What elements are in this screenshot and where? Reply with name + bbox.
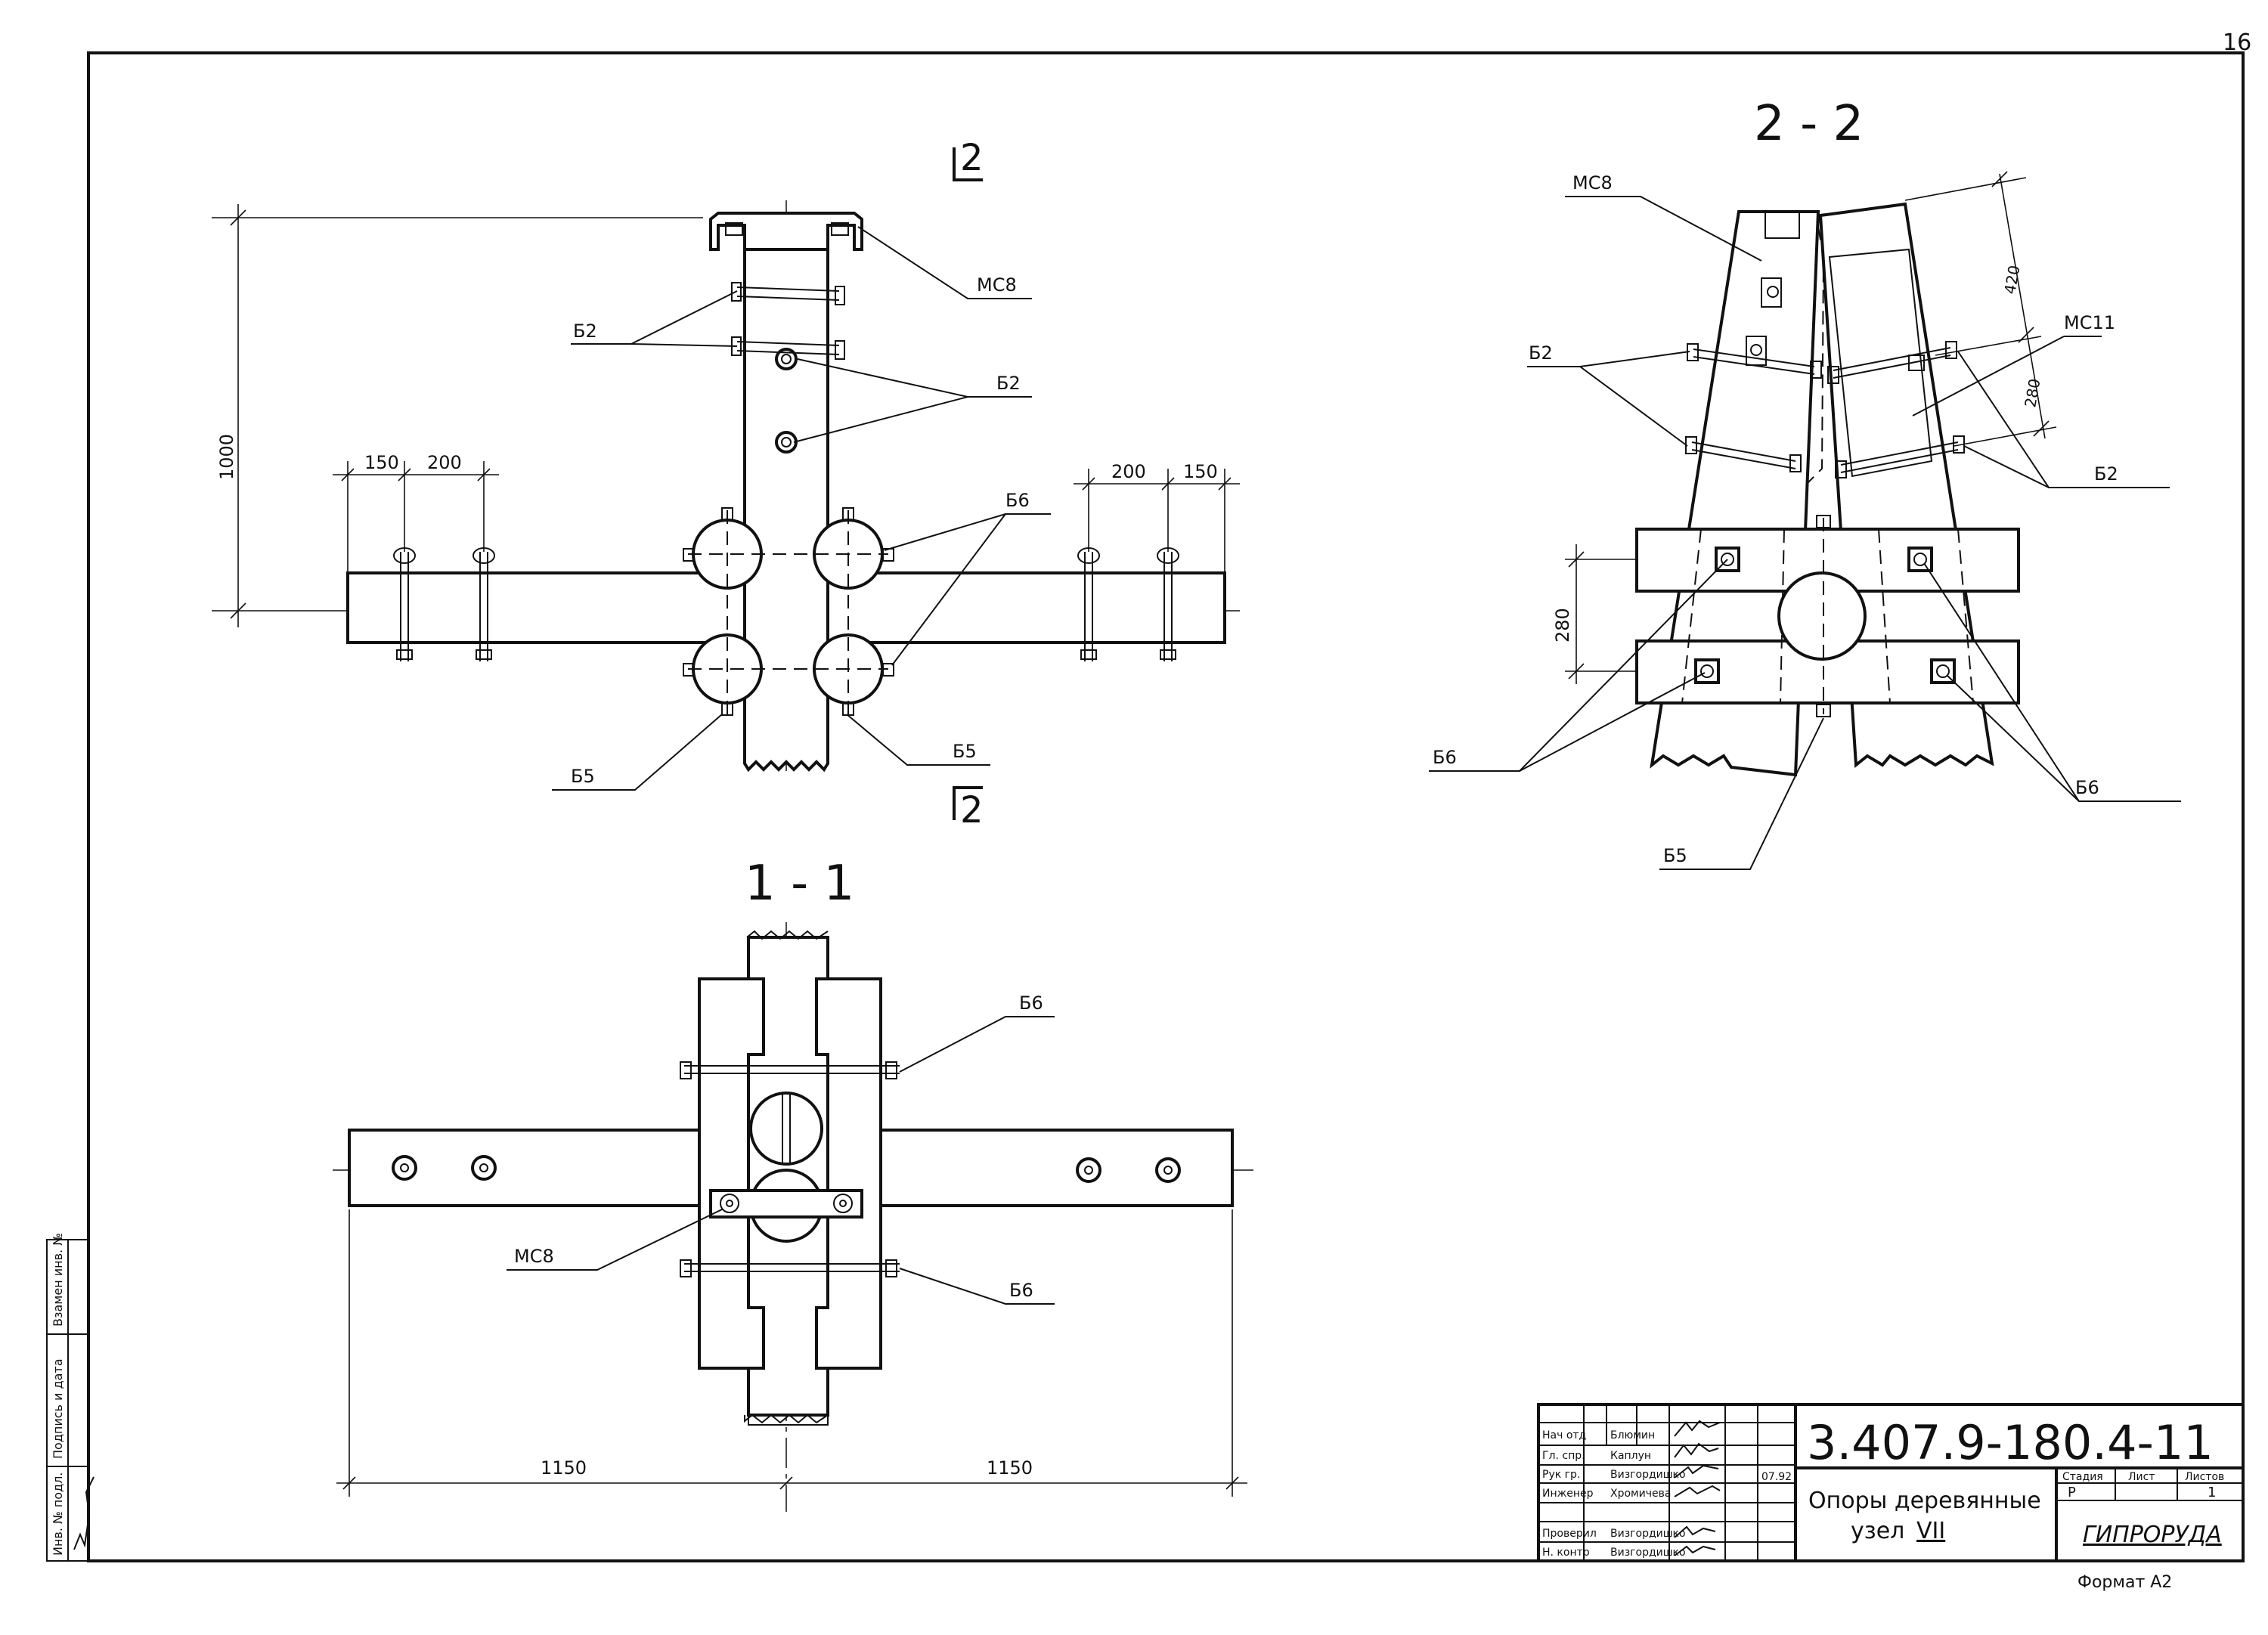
- dim-1150-right: 1150: [987, 1457, 1033, 1479]
- dim-200-left: 200: [427, 452, 462, 473]
- side-stamp: Взамен инв. № Подпись и дата Инв. № подл…: [46, 1233, 94, 1562]
- label-b6-11-top: Б6: [1019, 992, 1043, 1014]
- label-b2-right: Б2: [996, 373, 1021, 394]
- tb-role-3: Инженер: [1542, 1488, 1594, 1500]
- dim-150-left: 150: [364, 452, 399, 473]
- tb-role-5: Н. контр: [1542, 1547, 1590, 1559]
- tb-role-2: Рук гр.: [1542, 1469, 1580, 1481]
- tb-sheet-head: Лист: [2128, 1471, 2155, 1483]
- tb-name-1: Каплун: [1610, 1450, 1651, 1462]
- stamp-inv: Инв. № подл.: [51, 1472, 65, 1556]
- tb-name-0: Блюмин: [1610, 1429, 1655, 1441]
- tb-sheets-head: Листов: [2185, 1471, 2224, 1483]
- label-b5-right: Б5: [953, 741, 977, 762]
- label-b6-11-bottom: Б6: [1009, 1280, 1033, 1301]
- label-mc8-11: МС8: [514, 1246, 554, 1267]
- crossarm-bolts: [393, 547, 1179, 661]
- cut-mark-top: 2: [953, 137, 984, 181]
- dim-1150-left: 1150: [541, 1457, 587, 1479]
- section-2-2-title: 2 - 2: [1754, 96, 1864, 152]
- tb-stage: Р: [2068, 1485, 2076, 1500]
- label-b2-22-right: Б2: [2094, 463, 2118, 485]
- tb-sheets: 1: [2208, 1485, 2216, 1500]
- section-1-1: 1 - 1: [333, 856, 1255, 1512]
- front-view: 1000 150 200 200 150 2 2: [212, 137, 1240, 831]
- sheet-frame: [87, 51, 2245, 1562]
- crossarm-bolt-heads: [392, 1155, 1181, 1183]
- label-mc8-front: МС8: [977, 274, 1017, 296]
- label-b5-left: Б5: [571, 766, 595, 787]
- tb-name-line1: Опоры деревянные: [1808, 1488, 2041, 1514]
- label-b5-22: Б5: [1663, 845, 1687, 866]
- label-b2-22-left: Б2: [1529, 342, 1553, 364]
- tb-name-4: Визгордишко: [1610, 1528, 1686, 1540]
- section-22-bolt-heads: [1694, 547, 1956, 684]
- dim-150-right: 150: [1183, 461, 1218, 482]
- label-b2-left: Б2: [573, 320, 597, 342]
- label-b6-22-left: Б6: [1433, 747, 1457, 768]
- tb-name-line2: узел: [1851, 1518, 1904, 1544]
- section-2-2: 2 - 2: [1429, 96, 2181, 870]
- signatures: [1674, 1420, 1721, 1556]
- stamp-signature: [73, 1476, 94, 1550]
- tb-name-node: VII: [1916, 1518, 1945, 1544]
- tb-role-1: Гл. спр.: [1542, 1450, 1585, 1462]
- dim-280-top: 280: [2021, 377, 2043, 409]
- title-block: 3.407.9-180.4-11 Опоры деревянные узел V…: [1537, 1403, 2245, 1562]
- label-b6-22-right: Б6: [2075, 777, 2099, 798]
- svg-text:2: 2: [960, 789, 984, 831]
- tb-stage-head: Стадия: [2062, 1471, 2103, 1483]
- tb-name-5: Визгордишко: [1610, 1547, 1686, 1559]
- tb-role-4: Проверил: [1542, 1528, 1597, 1540]
- tb-role-0: Нач отд: [1542, 1429, 1586, 1441]
- tb-code: 3.407.9-180.4-11: [1807, 1415, 2214, 1470]
- tb-name-2: Визгордишко: [1610, 1469, 1686, 1481]
- tb-org: ГИПРОРУДА: [2083, 1522, 2222, 1548]
- page-number: 16: [2223, 29, 2251, 56]
- cut-mark-bottom: 2: [953, 786, 984, 831]
- dim-280-left: 280: [1552, 608, 1573, 643]
- label-mc8-22: МС8: [1572, 172, 1613, 194]
- sheet-format: Формат А2: [2077, 1573, 2172, 1592]
- tb-date: 07.92: [1761, 1471, 1792, 1483]
- tb-name-3: Хромичева: [1610, 1488, 1671, 1500]
- stamp-sign: Подпись и дата: [51, 1358, 65, 1459]
- dim-1000: 1000: [216, 434, 237, 480]
- svg-text:2: 2: [960, 137, 984, 179]
- label-mc11: МС11: [2064, 312, 2115, 333]
- dim-200-right: 200: [1111, 461, 1146, 482]
- label-b6-front: Б6: [1005, 490, 1030, 511]
- section-1-1-title: 1 - 1: [745, 856, 854, 912]
- stamp-swap: Взамен инв. №: [51, 1233, 65, 1327]
